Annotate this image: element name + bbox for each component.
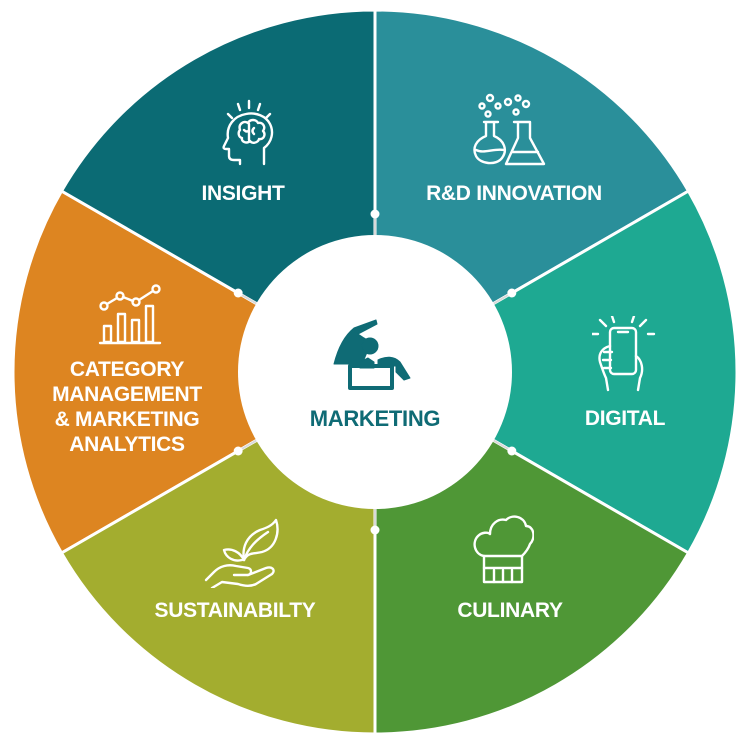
segment-label-sustainability: SUSTAINABILTY [154, 599, 316, 622]
connector-dot [507, 446, 517, 456]
brain-head-icon [222, 99, 274, 166]
analytics-chart-icon [98, 284, 162, 345]
segment-label-digital: DIGITAL [584, 407, 666, 430]
hand-leaf-icon [204, 518, 279, 588]
connector-dot [507, 288, 517, 298]
segment-insight [11, 188, 378, 556]
center-label: MARKETING [309, 406, 441, 431]
lab-flasks-icon [473, 93, 546, 166]
connector-dot [370, 209, 380, 219]
segment-label-rd-innovation: R&D INNOVATION [426, 182, 602, 205]
chef-hat-icon [473, 515, 534, 584]
segment-culinary [372, 188, 739, 556]
connector-dot [370, 525, 380, 535]
presenter-at-podium-icon [333, 319, 411, 390]
connector-dot [233, 446, 243, 456]
segment-label-category: CATEGORY MANAGEMENT & MARKETING ANALYTIC… [52, 358, 202, 456]
connector-dot [233, 288, 243, 298]
center-circle [238, 235, 512, 509]
segment-label-insight: INSIGHT [201, 182, 285, 205]
hand-smartphone-icon [592, 316, 656, 392]
segment-label-culinary: CULINARY [457, 599, 563, 622]
